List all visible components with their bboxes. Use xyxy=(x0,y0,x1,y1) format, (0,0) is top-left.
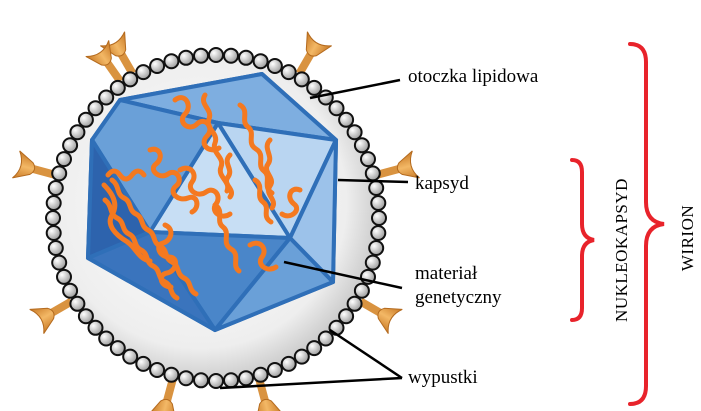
lipid-bead xyxy=(111,81,125,95)
label-envelope: otoczka lipidowa xyxy=(408,66,539,87)
leader-envelope xyxy=(310,80,400,98)
lipid-bead xyxy=(63,138,77,152)
lipid-bead xyxy=(282,65,296,79)
lipid-bead xyxy=(52,256,66,270)
lipid-bead xyxy=(57,152,71,166)
lipid-bead xyxy=(49,241,63,255)
lipid-bead xyxy=(52,166,66,180)
lipid-bead xyxy=(369,241,383,255)
lipid-bead xyxy=(70,125,84,139)
lipid-bead xyxy=(307,81,321,95)
lipid-bead xyxy=(150,363,164,377)
lipid-bead xyxy=(194,49,208,63)
lipid-bead xyxy=(136,357,150,371)
lipid-bead xyxy=(47,196,61,210)
label-genetic-line2: genetyczny xyxy=(415,287,502,308)
lipid-bead xyxy=(348,125,362,139)
label-capsid: kapsyd xyxy=(415,173,469,194)
lipid-bead xyxy=(319,332,333,346)
lipid-bead xyxy=(295,72,309,86)
lipid-bead xyxy=(239,371,253,385)
label-virion: WIRION xyxy=(678,205,697,271)
lipid-bead xyxy=(371,226,385,240)
lipid-bead xyxy=(330,321,344,335)
lipid-bead xyxy=(268,59,282,73)
lipid-bead xyxy=(355,284,369,298)
lipid-bead xyxy=(369,181,383,195)
lipid-bead xyxy=(361,152,375,166)
lipid-bead xyxy=(99,91,113,105)
lipid-bead xyxy=(47,226,61,240)
lipid-bead xyxy=(164,368,178,382)
lipid-bead xyxy=(348,297,362,311)
lipid-bead xyxy=(295,350,309,364)
lipid-bead xyxy=(70,297,84,311)
lipid-bead xyxy=(99,332,113,346)
label-spikes: wypustki xyxy=(408,367,478,388)
lipid-bead xyxy=(254,54,268,68)
leader-spike-right xyxy=(330,330,402,378)
lipid-bead xyxy=(79,309,93,323)
lipid-bead xyxy=(179,51,193,65)
lipid-bead xyxy=(89,321,103,335)
lipid-bead xyxy=(79,113,93,127)
lipid-bead xyxy=(63,284,77,298)
lipid-bead xyxy=(239,51,253,65)
lipid-bead xyxy=(209,48,223,62)
lipid-bead xyxy=(355,138,369,152)
lipid-bead xyxy=(194,373,208,387)
lipid-bead xyxy=(123,350,137,364)
lipid-bead xyxy=(46,211,60,225)
virion-bracket xyxy=(630,44,664,404)
lipid-bead xyxy=(339,309,353,323)
lipid-bead xyxy=(136,65,150,79)
nucleocapsid-bracket xyxy=(572,160,594,320)
lipid-bead xyxy=(164,54,178,68)
lipid-bead xyxy=(209,374,223,388)
lipid-bead xyxy=(224,49,238,63)
lipid-bead xyxy=(371,196,385,210)
label-genetic-line1: materiał xyxy=(415,263,478,284)
lipid-bead xyxy=(89,101,103,115)
lipid-bead xyxy=(339,113,353,127)
lipid-bead xyxy=(224,373,238,387)
lipid-bead xyxy=(330,101,344,115)
lipid-bead xyxy=(111,341,125,355)
label-nucleocapsid: NUKLEOKAPSYD xyxy=(612,178,631,322)
lipid-bead xyxy=(307,341,321,355)
lipid-bead xyxy=(123,72,137,86)
lipid-bead xyxy=(254,368,268,382)
lipid-bead xyxy=(49,181,63,195)
lipid-bead xyxy=(268,363,282,377)
lipid-bead xyxy=(366,256,380,270)
lipid-bead xyxy=(57,270,71,284)
lipid-bead xyxy=(282,357,296,371)
lipid-bead xyxy=(366,166,380,180)
lipid-bead xyxy=(179,371,193,385)
lipid-bead xyxy=(150,59,164,73)
lipid-bead xyxy=(372,211,386,225)
